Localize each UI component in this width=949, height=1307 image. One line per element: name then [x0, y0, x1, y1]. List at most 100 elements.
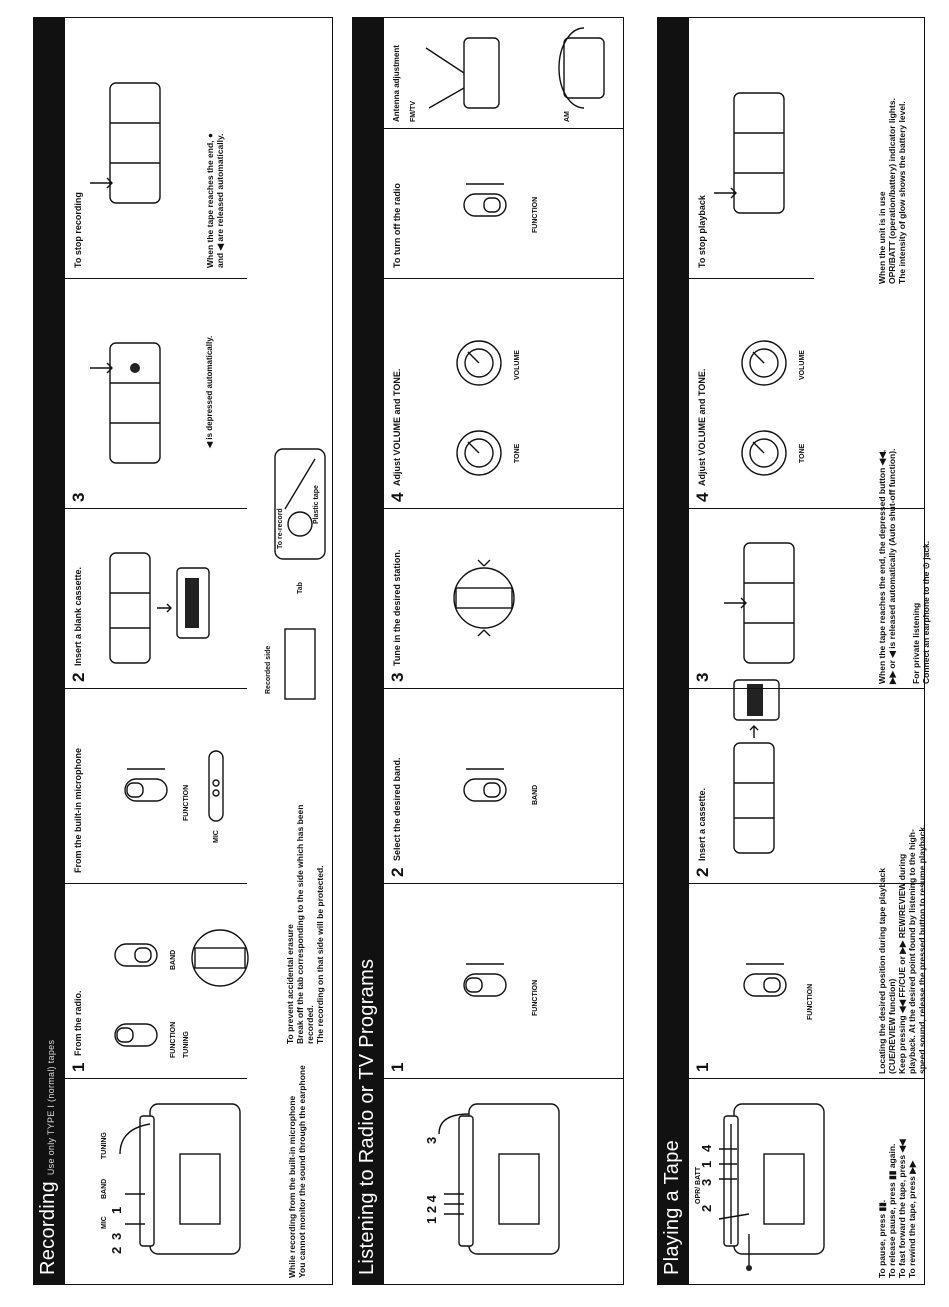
volume-knob-icon: [454, 338, 504, 388]
tone-label: TONE: [799, 444, 806, 463]
step-caption: Insert a cassette.: [697, 788, 707, 861]
step-number: 1: [693, 1063, 713, 1072]
step-number: 2: [69, 673, 89, 682]
fm-tv-label: FM/TV: [410, 101, 417, 122]
function-label: FUNCTION: [807, 984, 814, 1020]
overview-number-1: 1: [109, 1207, 124, 1214]
am-rotate-icon: [544, 18, 624, 118]
function-switch-icon: [115, 753, 175, 813]
step-caption: Antenna adjustment: [392, 45, 401, 122]
mic-icon: [207, 743, 227, 823]
step-caption: From the radio.: [73, 990, 83, 1056]
recording-section: RecordingUse only TYPE I (normal) tapes …: [33, 17, 333, 1285]
recorder-overview-illustration: [125, 1099, 245, 1274]
step-number: 4: [693, 493, 713, 502]
radio-overview-illustration: [444, 1099, 564, 1274]
step-number: 4: [388, 493, 408, 502]
section-title: Listening to Radio or TV Programs: [356, 959, 379, 1275]
step-number: 3: [69, 493, 89, 502]
step-caption: To stop playback: [697, 195, 707, 268]
rec-step-1-radio: 1 From the radio. FUNCTION BAND TUNING: [65, 883, 247, 1079]
step-caption: Insert a blank cassette.: [73, 567, 83, 666]
tone-label: TONE: [514, 444, 521, 463]
step-caption: To stop recording: [73, 192, 83, 268]
radio-step-2: 2 Select the desired band. BAND: [384, 688, 623, 884]
overview-number-2: 2: [699, 1205, 714, 1212]
tape-step-2: 2 Insert a cassette.: [689, 688, 924, 884]
private-listening-note: For private listening Connect an earphon…: [911, 541, 931, 684]
section-title: RecordingUse only TYPE I (normal) tapes: [37, 1040, 60, 1275]
band-label: BAND: [532, 785, 539, 805]
step-note: When the tape reaches the end, ● and ◀ a…: [205, 133, 225, 268]
tuning-dial-icon: [444, 558, 524, 638]
function-switch-icon: [734, 948, 794, 1008]
section-body: 1 2 4 3 1 FUNCTION 2 Select the desired …: [384, 17, 624, 1285]
insert-blank-cassette-icon: [105, 518, 215, 668]
step-number: 2: [388, 868, 408, 877]
function-switch-icon: [454, 948, 514, 1008]
step-caption: From the built-in microphone: [73, 748, 83, 873]
band-switch-icon: [454, 753, 514, 813]
band-label: BAND: [170, 950, 177, 970]
tone-knob-icon: [454, 428, 504, 478]
radio-turn-off: To turn off the radio FUNCTION: [384, 128, 623, 279]
record-button-press-icon: [105, 318, 185, 468]
tuning-label: TUNING: [183, 1031, 190, 1058]
step-number: 1: [388, 1063, 408, 1072]
radio-step-3: 3 Tune in the desired station.: [384, 508, 623, 689]
playing-a-tape-section: Playing a Tape OPR/ BATT 2 3 1 4 To paus…: [657, 17, 925, 1285]
volume-knob-icon: [739, 338, 789, 388]
step-number: 3: [693, 673, 713, 682]
prevent-erasure-note: To prevent accidental erasure Break off …: [285, 805, 325, 1044]
stop-button-press-icon: [729, 68, 809, 218]
recorded-side-label: Recorded side: [265, 646, 272, 694]
tape-stop-playback: To stop playback: [689, 15, 814, 279]
volume-label: VOLUME: [799, 350, 806, 380]
overview-number-1: 1: [699, 1161, 714, 1168]
rerecord-label: To re-record: [277, 508, 284, 549]
function-label: FUNCTION: [532, 197, 539, 233]
section-header-bar: Listening to Radio or TV Programs: [352, 17, 384, 1285]
listening-radio-section: Listening to Radio or TV Programs 1 2 4 …: [352, 17, 624, 1285]
step-caption: Tune in the desired station.: [392, 550, 402, 666]
step-caption: Adjust VOLUME and TONE.: [392, 369, 402, 486]
step-number: 3: [388, 673, 408, 682]
function-switch-off-icon: [454, 168, 514, 228]
band-switch-icon: [105, 918, 165, 978]
overview-mic-label: MIC: [101, 1216, 108, 1229]
section-title: Playing a Tape: [661, 1140, 684, 1275]
rec-step-3: 3 ◀ is depressed automatically.: [65, 278, 247, 509]
overview-numbers-1-2-4: 1 2 4: [424, 1195, 439, 1224]
section-subtitle: Use only TYPE I (normal) tapes: [46, 1040, 56, 1175]
tuning-dial-icon: [185, 918, 255, 998]
section-header-bar: Playing a Tape: [657, 17, 689, 1285]
overview-number-4: 4: [699, 1145, 714, 1152]
play-button-press-icon: [739, 518, 819, 668]
section-body: OPR/ BATT 2 3 1 4 To pause, press ▮▮. To…: [689, 17, 925, 1285]
microphone-recording-note: While recording from the built-in microp…: [287, 1065, 307, 1278]
function-switch-icon: [105, 998, 165, 1058]
step-number: 1: [69, 1063, 89, 1072]
rec-stop-recording: To stop recording When the tape reaches …: [65, 15, 247, 279]
tape-basic-operations-note: To pause, press ▮▮. To release pause, pr…: [877, 1139, 917, 1278]
radio-step-1: 1 FUNCTION: [384, 883, 623, 1079]
section-body: MIC BAND TUNING 2 3 1 While recording fr…: [65, 17, 333, 1285]
overview-number-2: 2: [109, 1247, 124, 1254]
tone-knob-icon: [739, 428, 789, 478]
rec-step-2: 2 Insert a blank cassette.: [65, 508, 247, 689]
tab-label: Tab: [297, 582, 304, 594]
overview-tuning-label: TUNING: [101, 1132, 108, 1159]
unit-in-use-note: When the unit is in use OPR/BATT (operat…: [877, 98, 907, 284]
insert-cassette-icon: [729, 698, 829, 858]
antenna-icon: [424, 18, 524, 118]
step-note: ◀ is depressed automatically.: [205, 336, 214, 448]
overview-number-3: 3: [424, 1137, 439, 1144]
tape-recorder-overview-illustration: [709, 1099, 829, 1274]
overview-number-3: 3: [109, 1233, 124, 1240]
rec-step-1-microphone: From the built-in microphone FUNCTION MI…: [65, 688, 247, 884]
stop-button-press-icon: [105, 58, 185, 208]
function-label: FUNCTION: [170, 1022, 177, 1058]
tape-step-4: 4 Adjust VOLUME and TONE. TONE VOLUME: [689, 278, 924, 509]
section-header-bar: RecordingUse only TYPE I (normal) tapes: [33, 17, 65, 1285]
